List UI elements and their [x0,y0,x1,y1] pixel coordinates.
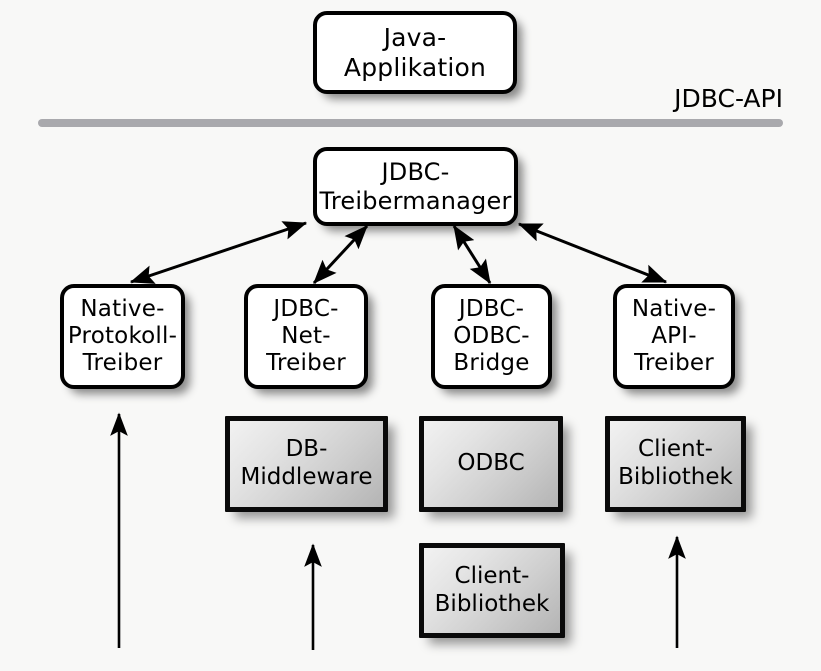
box-client-bibliothek-center: Client- Bibliothek [419,543,565,638]
box-client-bibliothek-center-label: Client- Bibliothek [434,562,550,617]
box-odbc: ODBC [419,416,563,512]
arrow-jdbc-odbc-to-manager [452,224,492,285]
jdbc-api-separator-bar [38,119,783,127]
box-odbc-label: ODBC [457,450,525,477]
arrow-jdbc-net-to-manager [312,224,369,285]
arrow-native-api-to-manager [517,222,668,284]
box-db-middleware: DB- Middleware [225,416,388,512]
box-native-api-treiber-label: Native- API- Treiber [631,295,717,377]
box-jdbc-odbc-bridge: JDBC- ODBC- Bridge [431,284,552,389]
box-java-applikation-label: Java- Applikation [343,23,487,82]
box-jdbc-treibermanager: JDBC- Treibermanager [313,147,518,226]
box-java-applikation: Java- Applikation [313,11,517,94]
box-jdbc-odbc-bridge-label: JDBC- ODBC- Bridge [453,295,530,377]
box-jdbc-net-treiber-label: JDBC- Net- Treiber [266,295,346,377]
box-db-middleware-label: DB- Middleware [240,436,373,490]
box-native-protokoll-treiber-label: Native- Protokoll- Treiber [67,295,178,377]
box-jdbc-treibermanager-label: JDBC- Treibermanager [319,158,512,215]
jdbc-api-label: JDBC-API [674,84,783,113]
box-client-bibliothek-right-label: Client- Bibliothek [618,436,733,490]
box-jdbc-net-treiber: JDBC- Net- Treiber [244,284,368,389]
box-native-api-treiber: Native- API- Treiber [613,284,735,389]
box-native-protokoll-treiber: Native- Protokoll- Treiber [60,284,185,389]
box-client-bibliothek-right: Client- Bibliothek [605,416,746,512]
arrow-native-protokoll-to-manager [129,221,308,284]
